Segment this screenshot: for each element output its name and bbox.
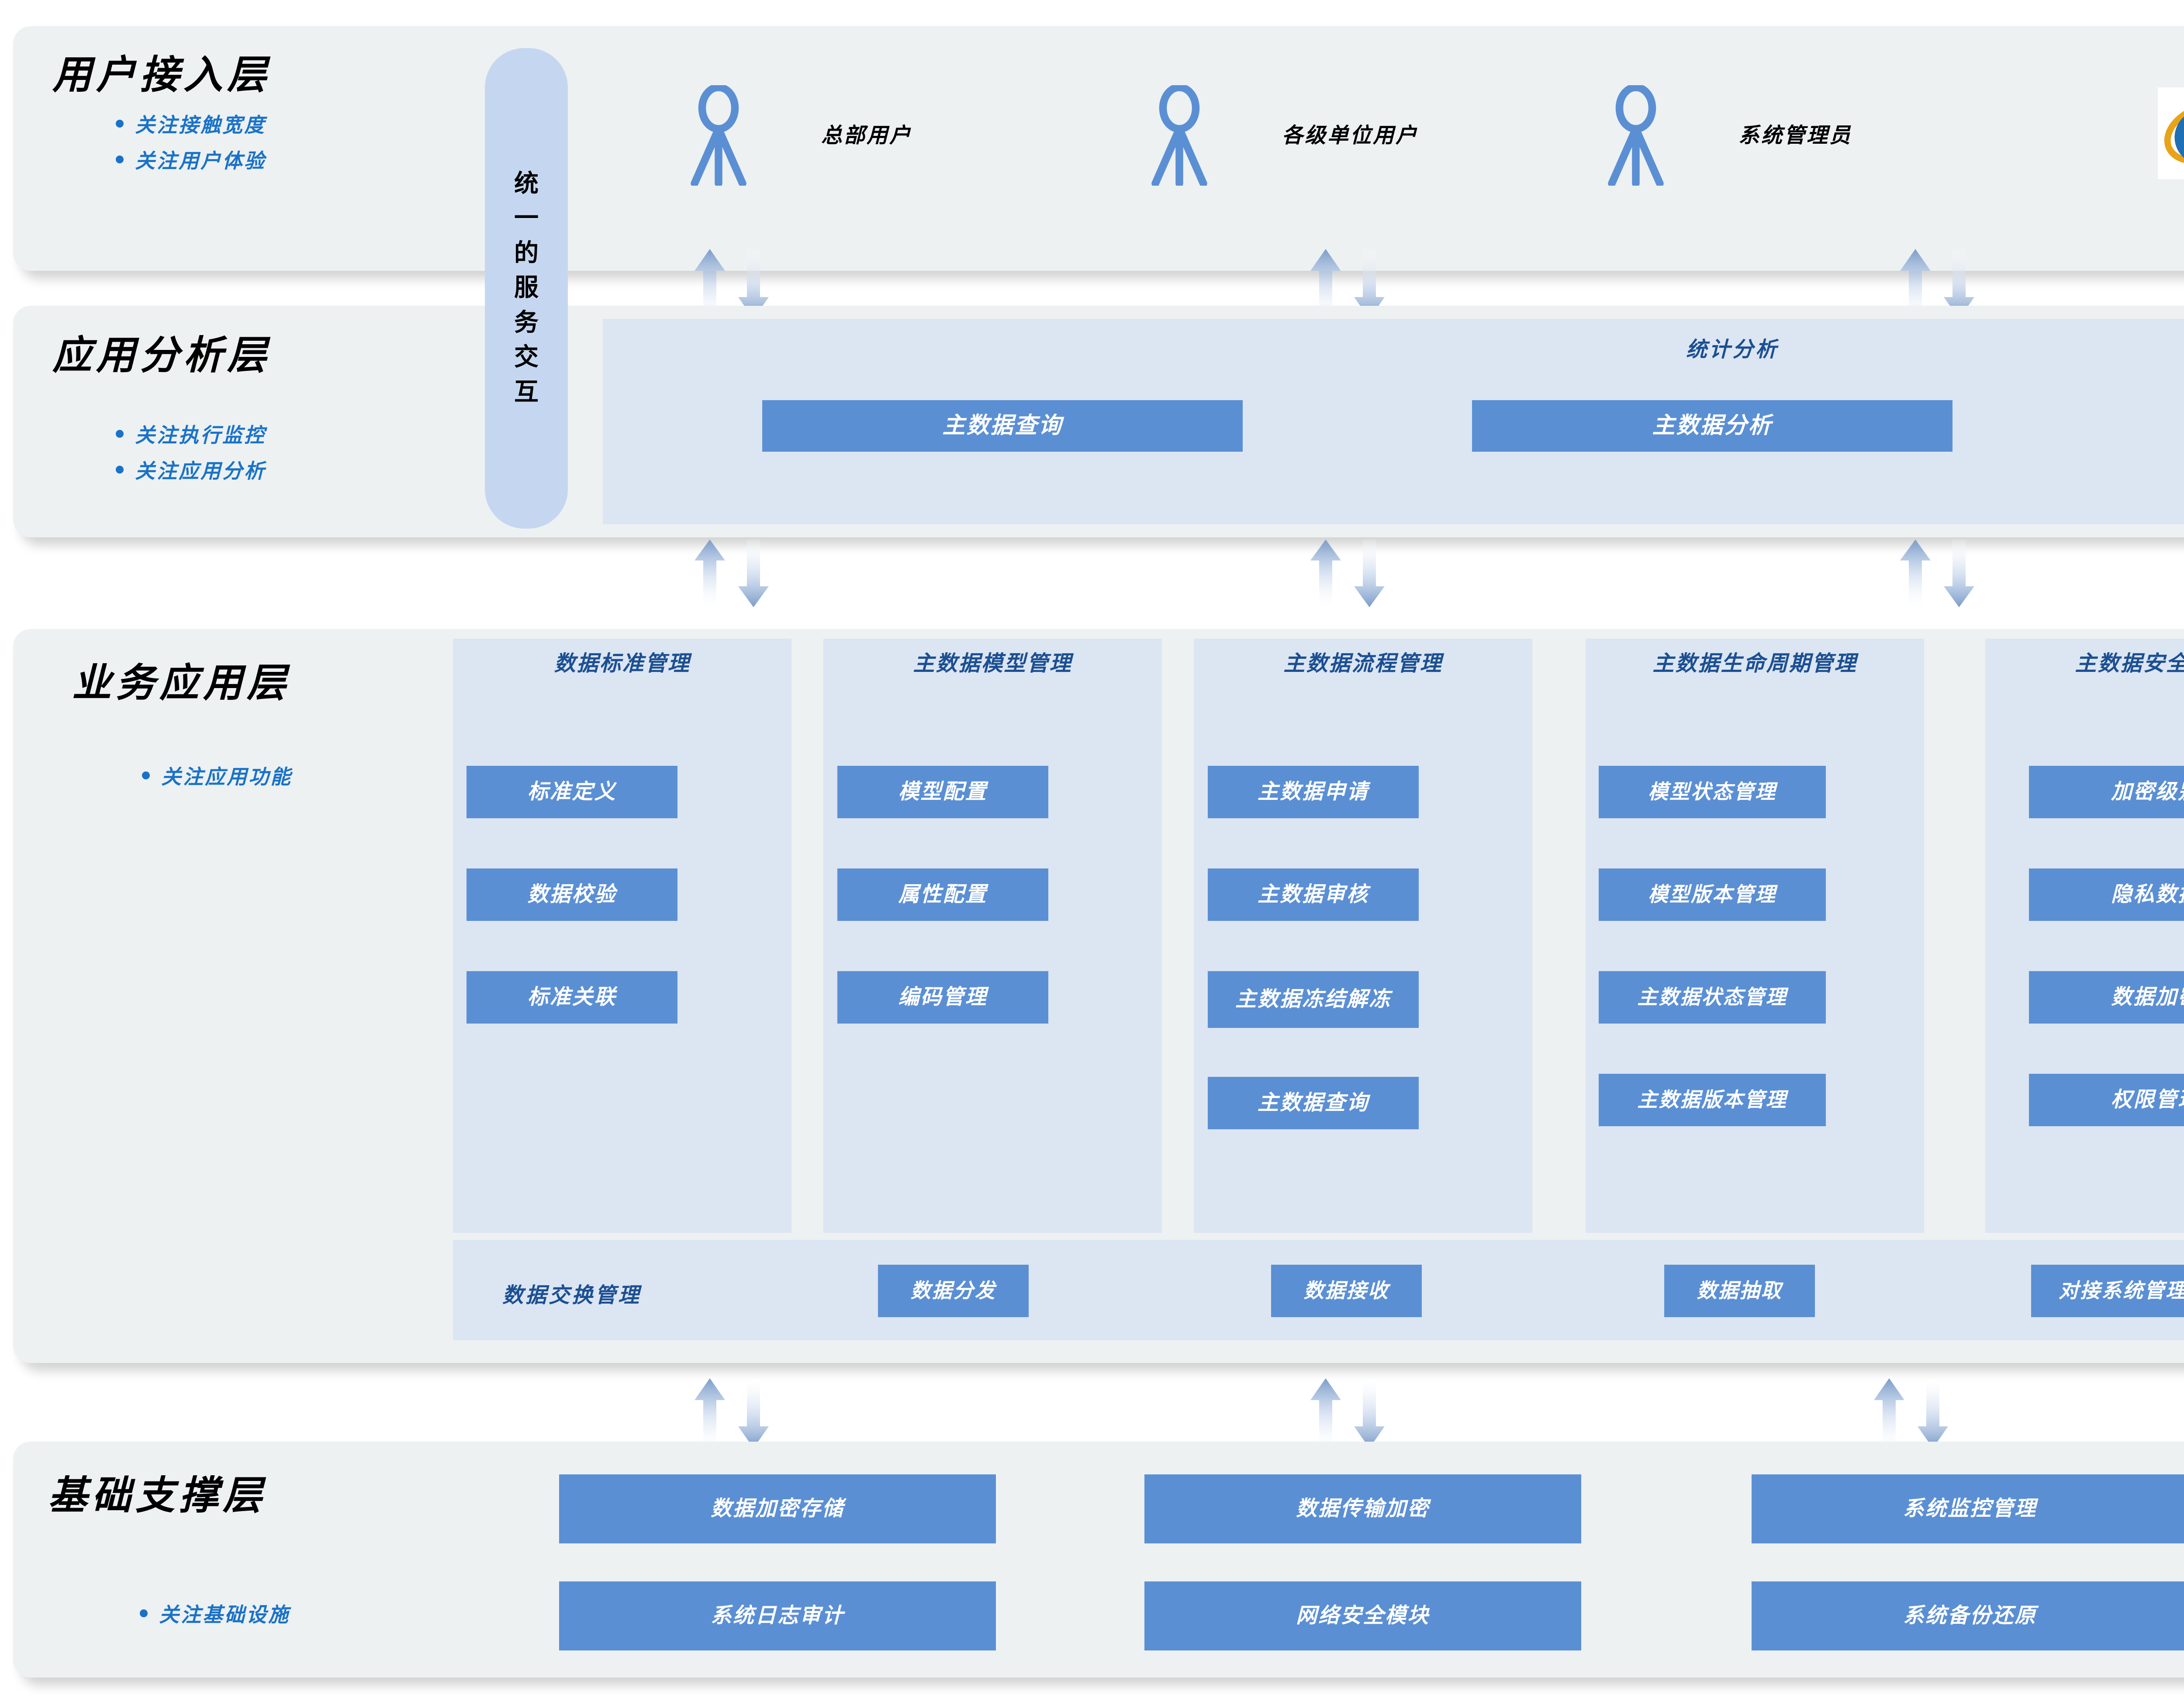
arrow-pair-up-down <box>1310 249 1385 319</box>
bullet-dot-icon <box>116 466 124 474</box>
data-exchange-item[interactable]: 数据接收 <box>1271 1265 1422 1317</box>
business-item[interactable]: 模型状态管理 <box>1599 766 1826 818</box>
arrow-pair-up-down <box>695 1378 769 1448</box>
business-item[interactable]: 主数据版本管理 <box>1599 1074 1826 1126</box>
pill-char: 互 <box>514 378 539 406</box>
person-icon <box>1147 83 1212 188</box>
arrow-pair-up-down <box>695 540 769 607</box>
infrastructure-item[interactable]: 数据加密存储 <box>559 1474 996 1543</box>
data-exchange-item[interactable]: 数据抽取 <box>1664 1265 1815 1317</box>
pill-char: 统 <box>514 170 539 197</box>
bullet-item: 关注基础设施 <box>140 1599 290 1628</box>
bullet-item: 关注接触宽度 <box>116 109 266 138</box>
bullet-dot-icon <box>116 430 124 438</box>
business-item[interactable]: 加密级别 <box>2029 766 2184 818</box>
business-item[interactable]: 主数据审核 <box>1208 868 1419 921</box>
actor-label-sysadmin: 系统管理员 <box>1738 124 1852 147</box>
business-item[interactable]: 标准定义 <box>467 766 677 818</box>
arrow-pair-up-down <box>1310 540 1385 607</box>
actor-label-unit-users: 各级单位用户 <box>1282 124 1419 147</box>
business-item[interactable]: 主数据查询 <box>1208 1077 1419 1129</box>
pill-char: 服 <box>514 274 539 302</box>
layer-infrastructure-bullets: 关注基础设施 <box>140 1599 290 1635</box>
business-column <box>453 639 791 1233</box>
infrastructure-item[interactable]: 数据传输加密 <box>1144 1474 1581 1543</box>
business-item[interactable]: 编码管理 <box>837 971 1048 1024</box>
pill-char: 的 <box>514 239 539 267</box>
business-column <box>1985 639 2184 1233</box>
business-column-title: 主数据安全管理 <box>2075 651 2184 675</box>
pill-char: 务 <box>514 309 539 336</box>
bullet-item: 关注应用功能 <box>142 761 292 790</box>
business-column-title: 数据标准管理 <box>554 651 691 675</box>
app-analysis-box[interactable]: 主数据查询 <box>762 400 1243 452</box>
bullet-item: 关注用户体验 <box>116 145 266 174</box>
layer-user-access-bullets: 关注接触宽度 关注用户体验 <box>116 109 266 181</box>
pill-char: 一 <box>514 205 539 232</box>
business-column-title: 主数据流程管理 <box>1283 651 1443 675</box>
infrastructure-item[interactable]: 系统日志审计 <box>559 1581 996 1650</box>
internet-explorer-icon <box>2158 87 2184 179</box>
business-column <box>1586 639 1924 1233</box>
data-exchange-item[interactable]: 数据分发 <box>878 1265 1029 1317</box>
bullet-item: 关注应用分析 <box>116 455 266 484</box>
bullet-item: 关注执行监控 <box>116 419 266 448</box>
layer-app-analysis-title: 应用分析层 <box>52 334 271 377</box>
business-item[interactable]: 数据加密 <box>2029 971 2184 1024</box>
layer-app-analysis-bullets: 关注执行监控 关注应用分析 <box>116 419 266 491</box>
layer-user-access-title: 用户接入层 <box>52 54 271 97</box>
business-item[interactable]: 隐私数据 <box>2029 868 2184 921</box>
business-item[interactable]: 主数据申请 <box>1208 766 1419 818</box>
person-icon <box>1603 83 1669 188</box>
business-item[interactable]: 模型版本管理 <box>1599 868 1826 921</box>
statistics-analysis-title: 统计分析 <box>1686 338 1779 361</box>
data-exchange-title: 数据交换管理 <box>502 1284 642 1307</box>
infrastructure-item[interactable]: 网络安全模块 <box>1144 1581 1581 1650</box>
actor-label-headquarters: 总部用户 <box>821 124 912 147</box>
layer-business-application-title: 业务应用层 <box>72 662 290 705</box>
layer-business-application-bullets: 关注应用功能 <box>142 761 292 797</box>
infrastructure-item[interactable]: 系统备份还原 <box>1752 1581 2184 1650</box>
bullet-dot-icon <box>140 1609 148 1617</box>
business-item[interactable]: 权限管理 <box>2029 1074 2184 1126</box>
app-analysis-box[interactable]: 主数据分析 <box>1472 400 1952 452</box>
bullet-dot-icon <box>142 771 150 779</box>
business-item[interactable]: 主数据状态管理 <box>1599 971 1826 1024</box>
bullet-dot-icon <box>116 156 124 163</box>
arrow-pair-up-down <box>1874 1378 1948 1448</box>
pill-char: 交 <box>514 344 539 371</box>
business-item[interactable]: 数据校验 <box>467 868 677 921</box>
business-column-title: 主数据模型管理 <box>913 651 1072 675</box>
business-item[interactable]: 模型配置 <box>837 766 1048 818</box>
person-icon <box>686 83 751 188</box>
business-column-title: 主数据生命周期管理 <box>1652 651 1857 675</box>
business-item[interactable]: 标准关联 <box>467 971 677 1024</box>
arrow-pair-up-down <box>1900 249 1974 319</box>
infrastructure-item[interactable]: 系统监控管理 <box>1752 1474 2184 1543</box>
arrow-pair-up-down <box>1310 1378 1385 1448</box>
pill-unified-service-interaction: 统 一 的 服 务 交 互 <box>485 48 568 529</box>
business-item[interactable]: 属性配置 <box>837 868 1048 921</box>
business-item[interactable]: 主数据冻结解冻 <box>1208 971 1419 1028</box>
layer-user-access <box>13 26 2184 271</box>
arrow-pair-up-down <box>1900 540 1974 607</box>
arrow-pair-up-down <box>695 249 769 319</box>
bullet-dot-icon <box>116 120 124 128</box>
business-column <box>823 639 1162 1233</box>
layer-infrastructure-title: 基础支撑层 <box>48 1474 266 1518</box>
business-column <box>1194 639 1532 1233</box>
data-exchange-item[interactable]: 对接系统管理 <box>2031 1265 2184 1317</box>
